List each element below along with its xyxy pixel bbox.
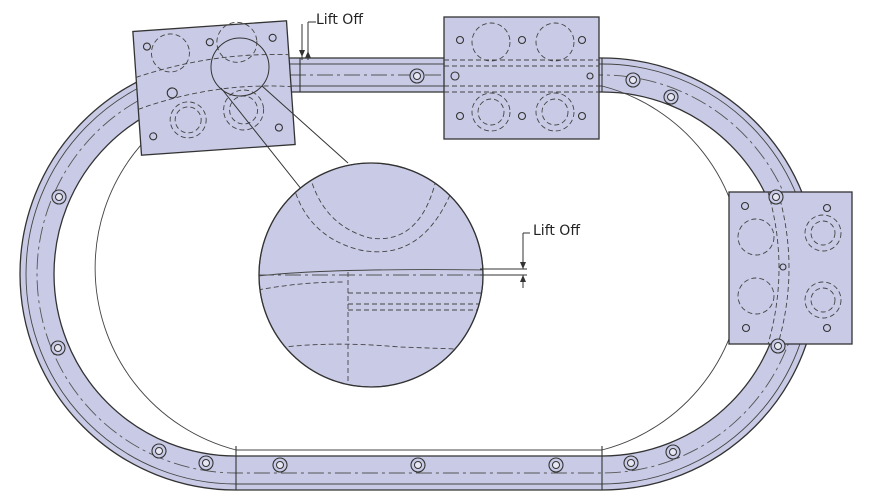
track-hole	[548, 457, 564, 473]
track-hole	[410, 457, 426, 473]
track-hole	[51, 189, 67, 205]
detail-callout-circle	[210, 37, 270, 97]
track-hole	[198, 455, 214, 471]
track-hole	[151, 443, 167, 459]
track-centerline	[36, 74, 802, 474]
carriage-top-left	[132, 20, 296, 156]
track-hole	[625, 72, 641, 88]
track-hole	[409, 68, 425, 84]
track-hole	[272, 457, 288, 473]
lift-off-dimension-top	[299, 21, 316, 60]
carriage-right	[728, 191, 853, 345]
oval-track	[19, 57, 819, 491]
detail-leader-right	[261, 85, 349, 164]
track-holes-over-carriages	[450, 71, 786, 354]
track-hole	[623, 455, 639, 471]
lift-off-label-top: Lift Off	[316, 12, 363, 28]
detail-leader-left	[220, 87, 303, 191]
track-hole	[665, 444, 681, 460]
detail-view	[258, 162, 484, 388]
track-hole	[50, 340, 66, 356]
lift-off-dimension-detail	[480, 232, 530, 288]
lift-off-label-detail: Lift Off	[533, 223, 580, 239]
carriage-top-middle	[443, 16, 600, 140]
track-hole	[663, 89, 679, 105]
